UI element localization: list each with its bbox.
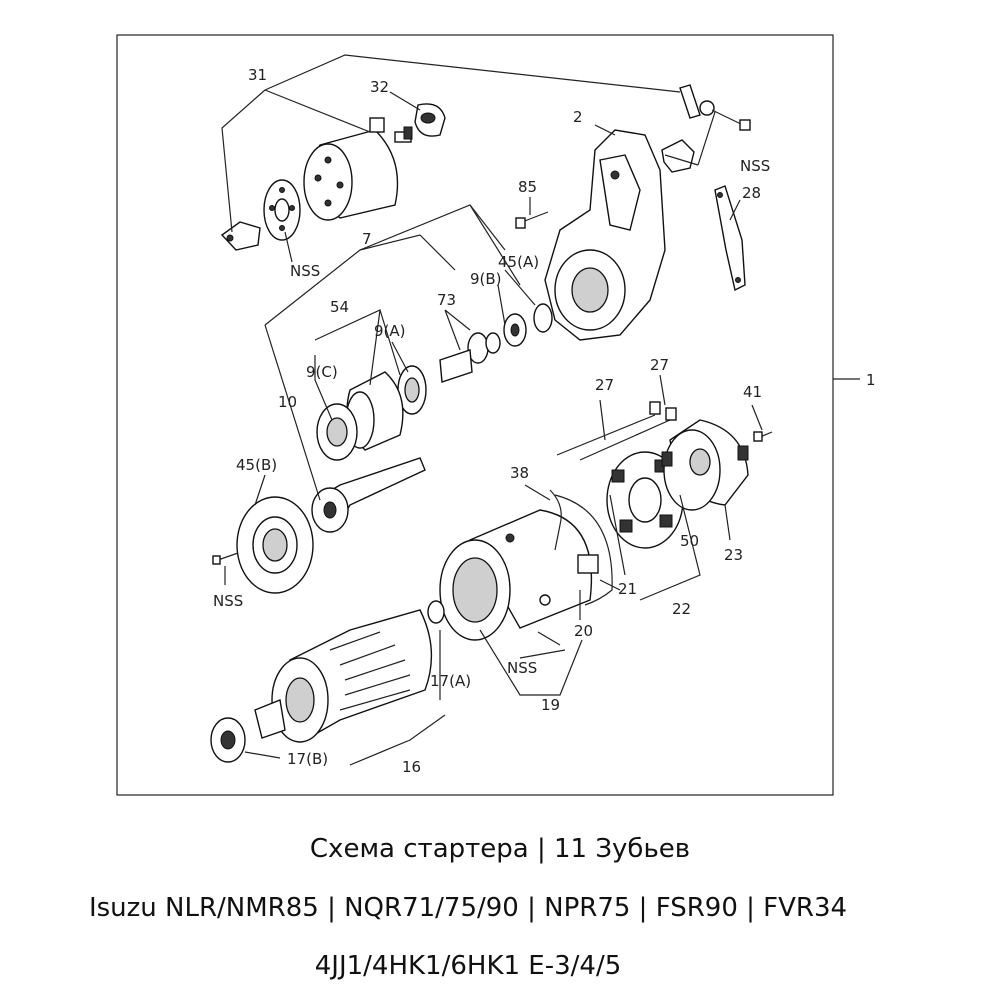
label-28: 28 [742,184,761,202]
label-19: 19 [541,696,560,714]
label-32: 32 [370,78,389,96]
part-labels: 1 31 32 2 NSS 28 85 NSS 7 45(A) 9(B) 73 … [213,66,876,776]
end-housing-icon [236,496,314,594]
leader-lines [221,54,763,766]
fork-icon [714,185,746,292]
yoke-icon [439,509,593,641]
label-73: 73 [437,291,456,309]
lead-wire-icon [549,489,613,606]
label-27: 27 [595,376,614,394]
pinion-icon [311,457,426,533]
label-22: 22 [672,600,691,618]
caption-models: Isuzu NLR/NMR85 | NQR71/75/90 | NPR75 | … [88,893,848,923]
clip-icon [661,139,695,173]
label-23: 23 [724,546,743,564]
screw-icon [753,431,773,442]
label-nss-3: NSS [213,592,243,610]
armature-icon [254,600,445,743]
label-17a: 17(A) [430,672,471,690]
label-nss-4: NSS [507,659,537,677]
label-nss-1: NSS [740,157,770,175]
label-20: 20 [574,622,593,640]
bearing-icon [210,717,246,763]
label-21: 21 [618,580,637,598]
assembly-frame [116,34,834,796]
screw-icon [212,552,239,565]
gear-icon [316,371,404,461]
end-cover-icon [661,419,749,511]
bearing-icon [397,303,553,415]
label-9b: 9(B) [470,270,502,288]
label-45b: 45(B) [236,456,277,474]
label-nss-2: NSS [290,262,320,280]
label-2: 2 [573,108,583,126]
label-9a: 9(A) [374,322,406,340]
bolt-icon [515,211,549,229]
housing-icon [544,129,666,341]
label-54: 54 [330,298,349,316]
lever-icon [679,84,751,131]
label-9c: 9(C) [306,363,338,381]
solenoid-icon [303,117,413,221]
label-10: 10 [278,393,297,411]
starter-exploded-diagram: 1 31 32 2 NSS 28 85 NSS 7 45(A) 9(B) 73 … [116,34,876,796]
boot-icon [414,103,446,137]
label-1: 1 [866,371,876,389]
label-45a: 45(A) [498,253,539,271]
through-bolt-icon [556,401,677,461]
label-16: 16 [402,758,421,776]
gasket-icon [263,179,301,241]
screw-icon [537,631,561,646]
label-17b: 17(B) [287,750,328,768]
label-85: 85 [518,178,537,196]
label-7: 7 [362,230,372,248]
label-50: 50 [680,532,699,550]
caption-title: Схема стартера | 11 Зубьев [309,834,691,864]
label-41: 41 [743,383,762,401]
plunger-icon [220,221,261,251]
label-31: 31 [248,66,267,84]
label-38: 38 [510,464,529,482]
caption-engines: 4JJ1/4HK1/6HK1 E-3/4/5 [314,951,622,981]
label-27-top: 27 [650,356,669,374]
